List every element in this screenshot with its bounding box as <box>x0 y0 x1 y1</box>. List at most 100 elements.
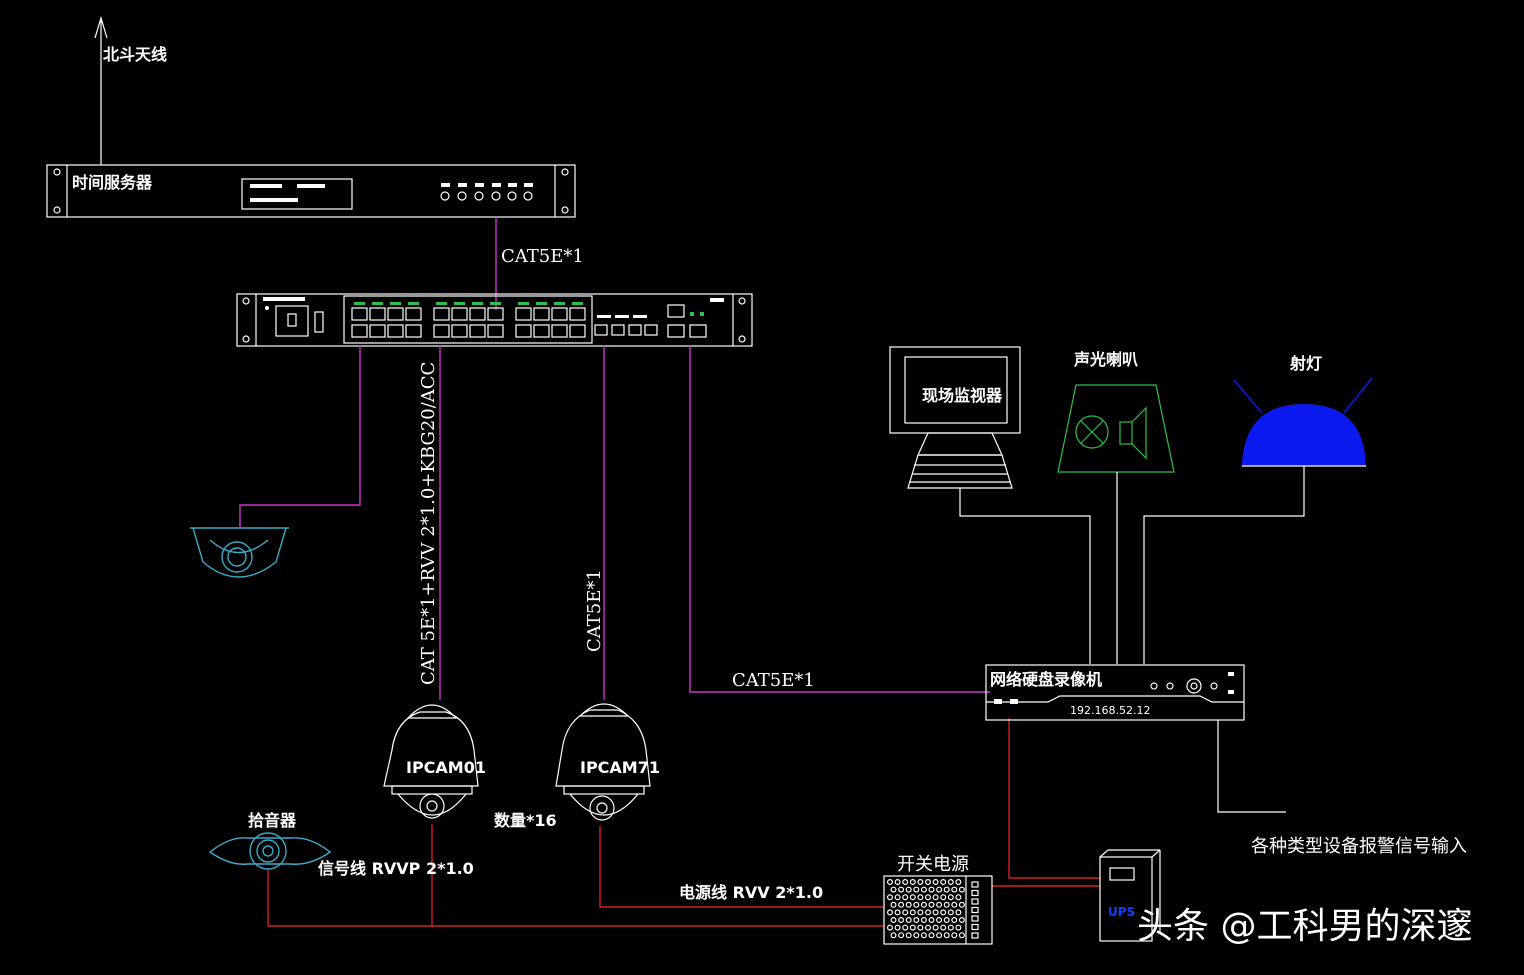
psu-vent-hole <box>936 916 943 923</box>
switch-port-led <box>372 302 383 305</box>
psu-terminal <box>971 923 979 931</box>
psu-vent-hole <box>920 886 927 893</box>
psu-vent-hole <box>898 932 905 939</box>
switch-port <box>487 324 504 338</box>
psu-vent-hole <box>955 924 962 931</box>
psu-terminal <box>971 898 979 905</box>
psu-vent-hole <box>955 878 962 885</box>
psu-vent-grid <box>886 878 979 939</box>
switch-port <box>433 307 450 321</box>
psu-vent-hole <box>890 932 897 939</box>
switch-port <box>469 307 486 321</box>
time-server-leds <box>440 183 533 201</box>
psu-vent-hole <box>924 894 931 901</box>
psu-vent-hole <box>886 878 893 885</box>
sound-light-horn: 声光喇叭 <box>1057 350 1175 473</box>
psu-vent-hole <box>924 909 931 916</box>
psu-vent-hole <box>951 901 958 908</box>
switch-port <box>533 324 550 338</box>
switch-port <box>451 324 468 338</box>
psu-vent-hole <box>951 886 958 893</box>
psu-vent-hole <box>940 909 947 916</box>
signal-line-label: 信号线 RVVP 2*1.0 <box>318 859 474 878</box>
switching-power-supply: 开关电源 <box>883 854 993 945</box>
psu-vent-hole <box>894 909 901 916</box>
switch-port-led <box>454 302 465 305</box>
psu-vent-hole <box>936 901 943 908</box>
psu-vent-hole <box>902 924 909 931</box>
psu-vent-hole <box>890 886 897 893</box>
psu-vent-hole <box>955 909 962 916</box>
psu-vent-hole <box>886 909 893 916</box>
watermark: 头条 @工科男的深邃 <box>1137 906 1472 947</box>
antenna-label: 北斗天线 <box>103 45 167 64</box>
switch-port <box>351 307 368 321</box>
switch-port <box>515 324 532 338</box>
switch-port <box>433 324 450 338</box>
psu-vent-hole <box>932 878 939 885</box>
switch-port <box>451 307 468 321</box>
psu-vent-hole <box>928 916 935 923</box>
alarm-input-label: 各种类型设备报警信号输入 <box>1251 836 1467 857</box>
psu-vent-hole <box>958 886 965 893</box>
psu-vent-hole <box>898 901 905 908</box>
psu-vent-hole <box>909 894 916 901</box>
psu-vent-hole <box>932 894 939 901</box>
psu-vent-hole <box>928 901 935 908</box>
camera-quantity: 数量*16 <box>494 811 557 830</box>
time-server: 时间服务器 <box>46 164 576 218</box>
psu-vent-hole <box>917 894 924 901</box>
psu-vent-hole <box>905 932 912 939</box>
switch-port <box>369 324 386 338</box>
switch-port-led <box>390 302 401 305</box>
psu-terminal <box>971 881 979 888</box>
psu-vent-hole <box>898 916 905 923</box>
psu-vent-hole <box>920 901 927 908</box>
nvr-cable-label: CAT5E*1 <box>732 670 815 691</box>
switch-port-led <box>518 302 529 305</box>
psu-vent-hole <box>951 932 958 939</box>
psu-vent-hole <box>943 916 950 923</box>
psu-vent-hole <box>943 932 950 939</box>
psu-vent-hole <box>947 878 954 885</box>
psu-vent-hole <box>943 886 950 893</box>
power-wiring <box>267 718 1100 927</box>
ups: UPS <box>1099 849 1161 942</box>
psu-terminal <box>971 932 979 939</box>
switch-port <box>369 307 386 321</box>
psu-vent-hole <box>920 932 927 939</box>
switch-port <box>405 324 422 338</box>
switch-port-led <box>490 302 501 305</box>
psu-vent-hole <box>958 901 965 908</box>
server-switch-cable-label: CAT5E*1 <box>501 246 584 267</box>
psu-vent-hole <box>886 894 893 901</box>
psu-vent-hole <box>924 924 931 931</box>
psu-vent-hole <box>917 909 924 916</box>
psu-vent-hole <box>913 932 920 939</box>
psu-vent-hole <box>902 909 909 916</box>
psu-vent-hole <box>920 916 927 923</box>
psu-vent-hole <box>932 924 939 931</box>
switching-power-supply-label: 开关电源 <box>897 854 969 875</box>
spotlight-label: 射灯 <box>1289 354 1322 373</box>
network-switch <box>236 293 753 347</box>
psu-vent-hole <box>947 924 954 931</box>
sound-light-horn-label: 声光喇叭 <box>1073 350 1138 369</box>
ip-camera-01-label: IPCAM01 <box>406 758 486 777</box>
dome-camera <box>190 527 289 578</box>
switch-port <box>351 324 368 338</box>
psu-vent-hole <box>958 916 965 923</box>
switch-port <box>387 324 404 338</box>
pickup-microphone: 拾音器 <box>208 811 332 870</box>
psu-vent-hole <box>958 932 965 939</box>
cam01-cable-label: CAT 5E*1+RVV 2*1.0+KBG20/ACC <box>418 362 439 685</box>
time-server-label: 时间服务器 <box>72 173 153 192</box>
psu-terminal <box>971 906 979 914</box>
psu-vent-hole <box>947 894 954 901</box>
nvr-ip-label: 192.168.52.12 <box>1070 704 1150 717</box>
ip-camera-71: IPCAM71 <box>555 703 660 821</box>
psu-vent-hole <box>917 924 924 931</box>
alarm-input-wire <box>1217 720 1286 813</box>
psu-vent-hole <box>913 886 920 893</box>
psu-vent-hole <box>955 894 962 901</box>
